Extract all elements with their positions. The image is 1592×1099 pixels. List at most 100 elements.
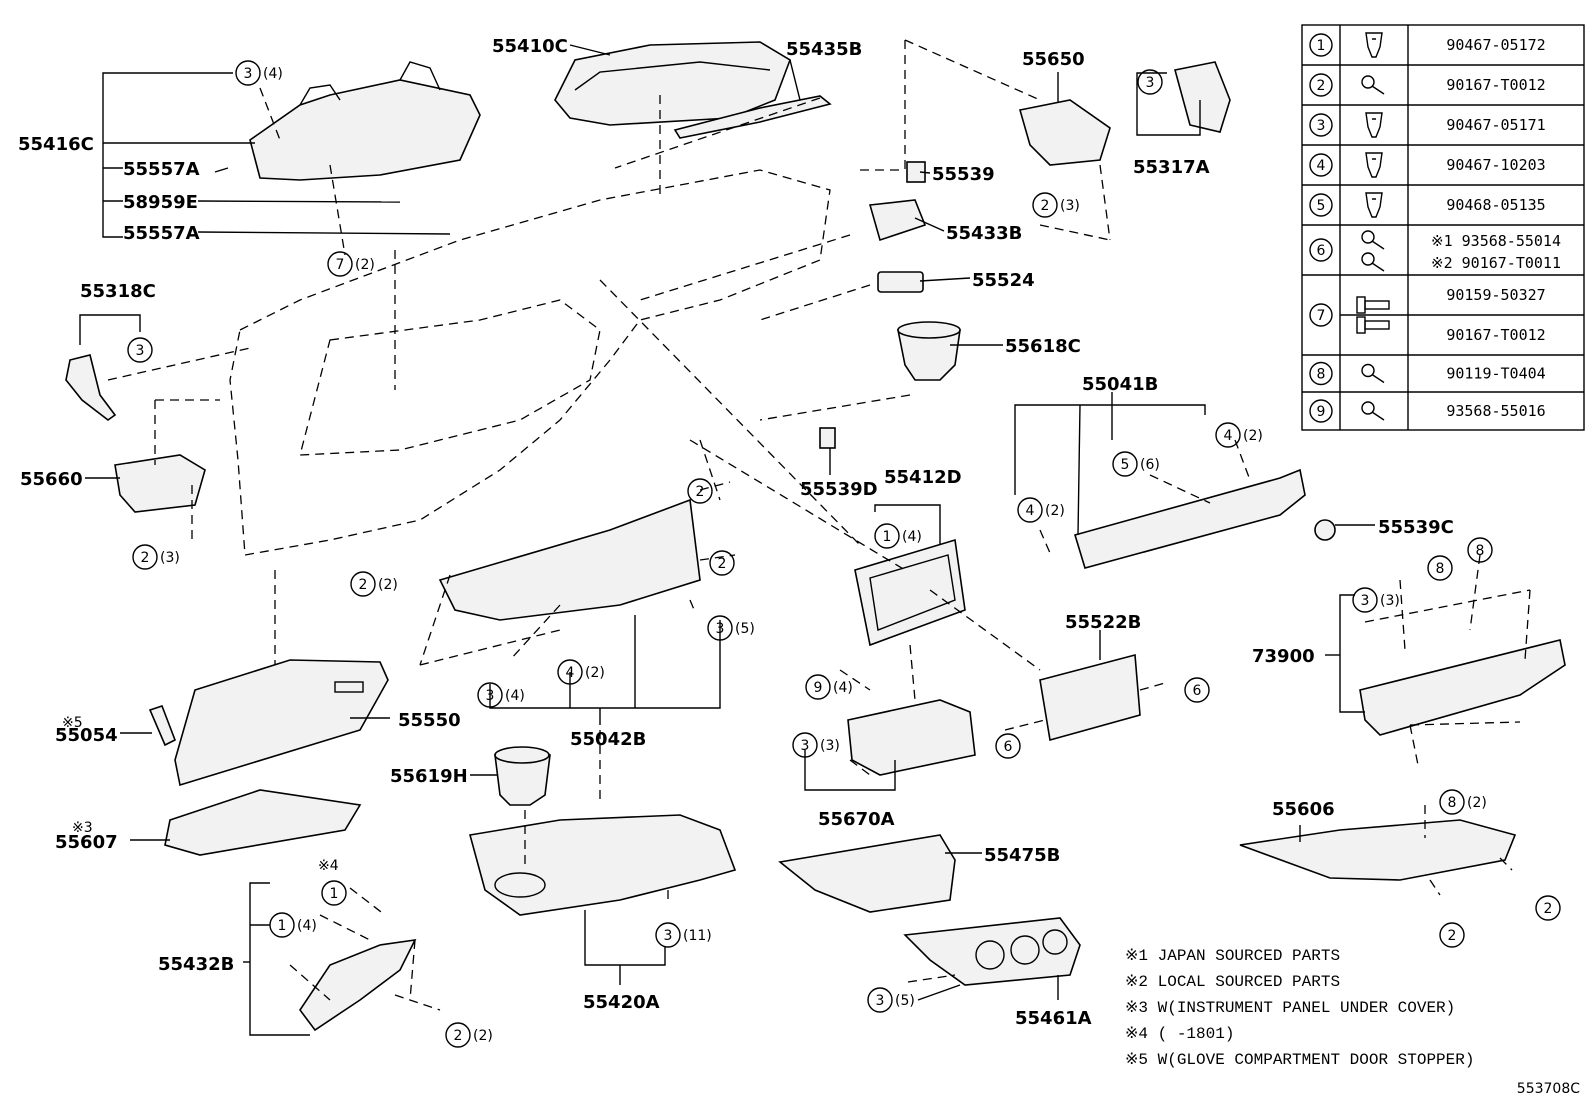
svg-text:7: 7 <box>336 257 345 273</box>
label-55670a: 55670A <box>818 809 895 830</box>
label-55607: 55607 <box>55 832 118 853</box>
callout-marker: 8 <box>1427 555 1453 581</box>
callout-marker: 2(3) <box>1032 192 1080 218</box>
svg-text:2: 2 <box>141 550 150 566</box>
console-panel-shape <box>468 814 737 916</box>
svg-text:(11): (11) <box>683 928 712 944</box>
footnotes: ※1 JAPAN SOURCED PARTS ※2 LOCAL SOURCED … <box>1125 947 1474 1069</box>
clip-icon <box>1365 192 1383 218</box>
label-55606: 55606 <box>1272 799 1335 820</box>
svg-text:(2): (2) <box>1467 795 1487 811</box>
screw-icon <box>1361 363 1385 384</box>
callout-marker: 2 <box>709 550 735 576</box>
label-55475b: 55475B <box>984 845 1060 866</box>
label-55420a: 55420A <box>583 992 660 1013</box>
legend-row: 1 90467-05172 <box>1309 32 1546 58</box>
callout-marker: 8 <box>1467 537 1493 563</box>
svg-text:(3): (3) <box>1380 593 1400 609</box>
label-58959e: 58959E <box>123 192 198 213</box>
clip-icon <box>1365 112 1383 138</box>
label-55317a: 55317A <box>1133 157 1210 178</box>
legend-part-number: 90167-T0012 <box>1446 326 1545 344</box>
legend-number: 1 <box>1317 38 1326 54</box>
clip-icon <box>1365 152 1383 178</box>
diagram-code: 553708C <box>1517 1081 1580 1097</box>
legend-part-number: 90467-05172 <box>1446 36 1545 54</box>
svg-text:(2): (2) <box>473 1028 493 1044</box>
label-55619h: 55619H <box>390 766 468 787</box>
callout-marker: 6 <box>995 733 1021 759</box>
meter-trim-shape <box>673 95 832 139</box>
callout-marker: 4(2) <box>557 659 605 685</box>
label-73900: 73900 <box>1252 646 1315 667</box>
side-vent-right-shape <box>1018 99 1111 166</box>
svg-text:1: 1 <box>330 886 339 902</box>
svg-text:2: 2 <box>696 484 705 500</box>
meter-hood-shape <box>249 79 481 181</box>
label-55524: 55524 <box>972 270 1035 291</box>
under-cover-right-shape <box>1239 819 1517 881</box>
svg-text:(4): (4) <box>297 918 317 934</box>
svg-text:(4): (4) <box>263 66 283 82</box>
label-55557a-top: 55557A <box>123 159 200 180</box>
legend-row: 6※1 93568-55014※2 90167-T0011 <box>1309 230 1561 272</box>
ac-control-panel-shape <box>903 917 1081 986</box>
side-vent-left-shape <box>114 454 206 513</box>
svg-text:5: 5 <box>1121 457 1130 473</box>
legend-part-number: 90119-T0404 <box>1446 365 1545 383</box>
svg-text:(2): (2) <box>1045 503 1065 519</box>
legend-row: 5 90468-05135 <box>1309 192 1546 218</box>
small-cover-shape <box>819 427 836 449</box>
svg-text:(3): (3) <box>820 738 840 754</box>
svg-text:3: 3 <box>1361 593 1370 609</box>
note-mark: ※5 <box>62 715 83 731</box>
legend-part-number: ※2 90167-T0011 <box>1431 254 1561 272</box>
legend-part-number: 90159-50327 <box>1446 286 1545 304</box>
note-marks: ※5 ※3 ※4 <box>62 715 339 874</box>
under-cover-left-shape <box>164 789 362 856</box>
svg-text:3: 3 <box>876 993 885 1009</box>
callout-marker: 3(5) <box>867 987 915 1013</box>
svg-text:(2): (2) <box>355 257 375 273</box>
garnish-panel-shape <box>1073 468 1306 569</box>
callout-marker: 7 (2) <box>327 251 375 277</box>
label-55433b: 55433B <box>946 223 1022 244</box>
callout-markers: 3(4) 7(2) 3 2(3) 3 2(3) 5(6) 4(2) 4(2) 2… <box>127 60 1561 1048</box>
callout-marker: 6 <box>1184 677 1210 703</box>
svg-text:(2): (2) <box>1243 428 1263 444</box>
svg-text:3: 3 <box>716 621 725 637</box>
svg-text:3: 3 <box>486 688 495 704</box>
svg-text:4: 4 <box>1026 503 1035 519</box>
svg-text:8: 8 <box>1448 795 1457 811</box>
svg-text:(3): (3) <box>160 550 180 566</box>
svg-text:(3): (3) <box>1060 198 1080 214</box>
legend-number: 3 <box>1317 118 1326 134</box>
legend-number: 5 <box>1317 198 1326 214</box>
legend-number: 2 <box>1317 78 1326 94</box>
svg-text:2: 2 <box>718 556 727 572</box>
svg-text:1: 1 <box>278 918 287 934</box>
callout-marker: 2(2) <box>350 571 398 597</box>
svg-text:2: 2 <box>454 1028 463 1044</box>
door-stopper-shape <box>148 704 177 747</box>
legend-part-number: 90468-05135 <box>1446 196 1545 214</box>
part-labels: 55410C 55435B 55650 55317A 55416C 55557A… <box>18 36 1454 1029</box>
callout-marker: 3(3) <box>792 732 840 758</box>
knee-airbag-shape <box>1359 639 1566 736</box>
callout-marker: 2 <box>687 478 713 504</box>
assembly-lines <box>107 39 1531 1011</box>
legend-number: 4 <box>1317 158 1326 174</box>
callout-marker: 2 <box>1535 895 1561 921</box>
svg-text:3: 3 <box>136 343 145 359</box>
lower-panel-shape <box>438 498 701 621</box>
footnote: ※2 LOCAL SOURCED PARTS <box>1125 973 1340 991</box>
svg-text:(2): (2) <box>585 665 605 681</box>
label-55539d: 55539D <box>800 479 878 500</box>
svg-text:3: 3 <box>244 66 253 82</box>
leader-lines <box>79 44 1375 1036</box>
legend-number: 9 <box>1317 404 1326 420</box>
